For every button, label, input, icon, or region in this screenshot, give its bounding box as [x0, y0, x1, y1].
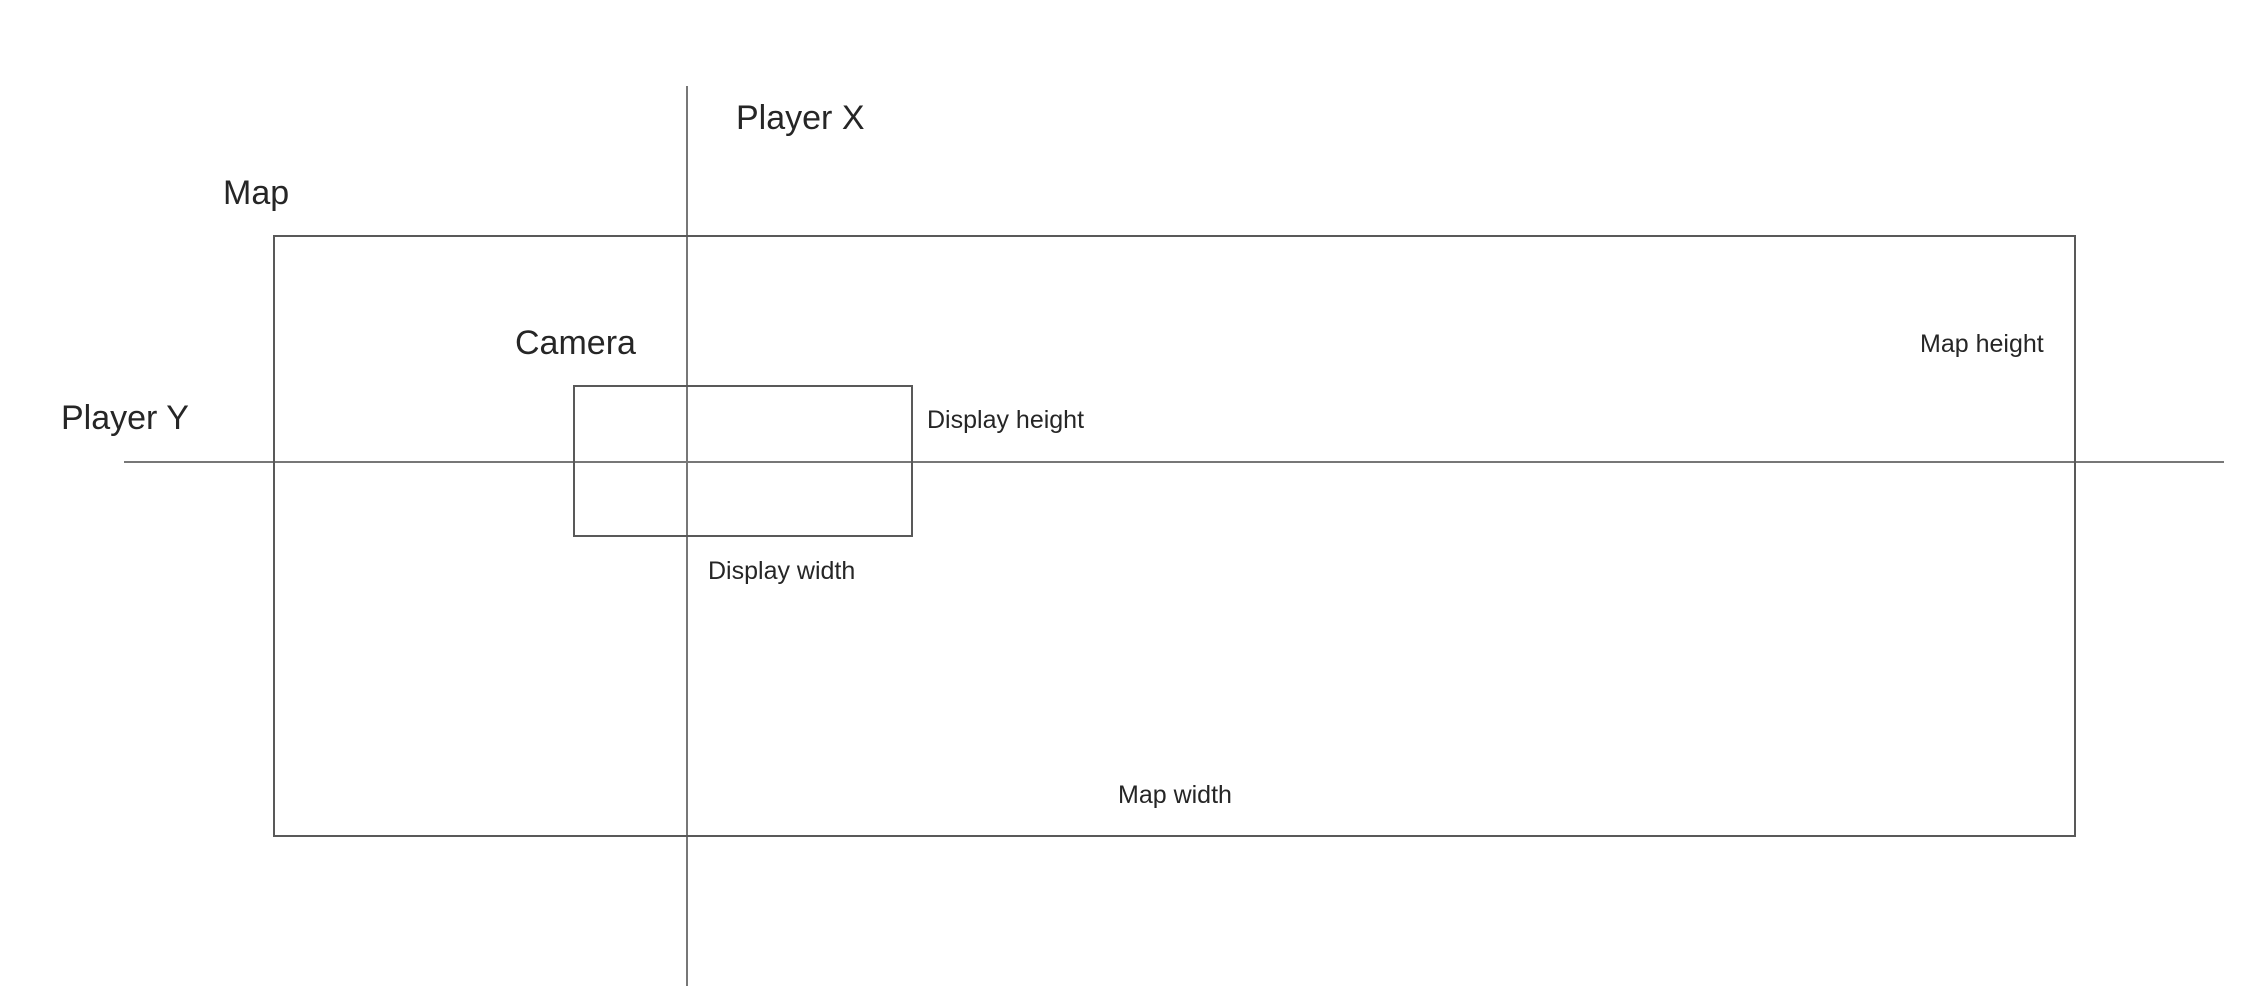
map-height-label: Map height: [1920, 330, 2044, 358]
map-label: Map: [223, 174, 290, 212]
player-x-label: Player X: [736, 99, 865, 137]
player-y-label: Player Y: [61, 399, 189, 437]
camera-label: Camera: [515, 324, 636, 362]
map-width-label: Map width: [1118, 781, 1232, 809]
player-y-axis-line: [124, 461, 2224, 463]
camera-rectangle: [573, 385, 913, 537]
display-height-label: Display height: [927, 406, 1085, 434]
map-rectangle: [273, 235, 2076, 837]
display-width-label: Display width: [708, 557, 856, 585]
